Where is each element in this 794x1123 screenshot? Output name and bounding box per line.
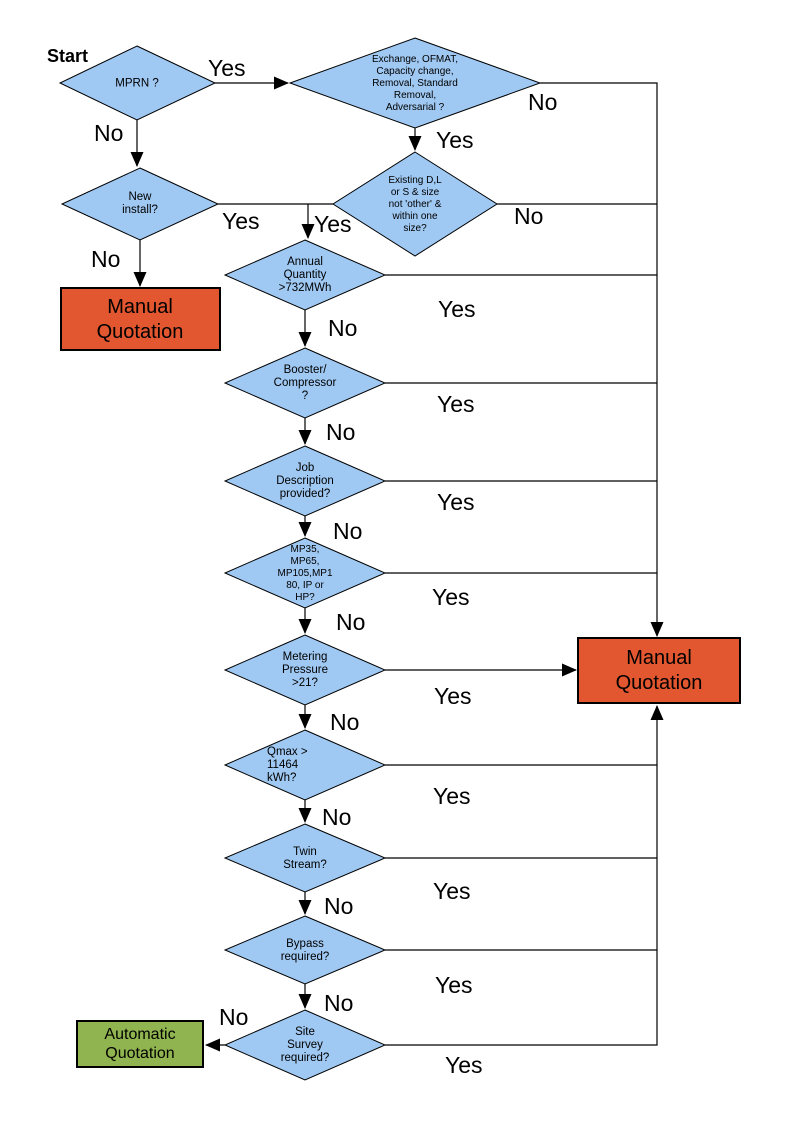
decision-bypass: Bypass required? [280,937,330,963]
decision-job-description: Job Description provided? [276,462,334,501]
edge-label-mprn-no: No [94,120,124,146]
edge-label-metering-no: No [330,709,360,735]
decision-qmax-shape [223,729,387,801]
decision-existing: Existing D,L or S & size not 'other' & w… [388,175,442,234]
edge-label-mprn-yes: Yes [208,55,246,81]
decision-booster-shape [223,347,387,419]
edge-right-rail-top-arrow [540,82,664,637]
decision-meter-type: MP35, MP65, MP105,MP1 80, IP or HP? [277,544,333,603]
edge-label-booster-no: No [326,419,356,445]
decision-exchange-shape [288,37,542,129]
edge-label-meter-type-no: No [336,609,366,635]
decision-new-install-shape [60,167,220,241]
terminal-manual-quotation-right: Manual Quotation [615,647,703,694]
decision-bypass-shape [223,915,387,985]
edge-right-rail-bottom-arrow [385,705,664,1046]
decision-booster: Booster/ Compressor ? [273,364,337,403]
decision-mprn-shape [58,45,217,121]
edge-label-exchange-yes: Yes [436,127,474,153]
decision-existing-shape [332,151,498,257]
edge-label-new-install-no: No [91,246,121,272]
terminal-manual-quotation-left: Manual Quotation [96,296,184,343]
decision-annual-quantity: Annual Quantity >732MWh [278,256,332,295]
decision-metering-pressure: Metering Pressure >21? [281,651,329,690]
decision-metering-pressure-shape [223,634,387,706]
decision-new-install: New install? [122,190,158,216]
edge-label-site-yes: Yes [445,1052,483,1078]
edge-label-site-no: No [219,1004,249,1030]
terminal-automatic-quotation: Automatic Quotation [104,1025,176,1062]
edge-label-existing-no: No [514,203,544,229]
terminal-manual-quotation-right-shape [577,637,741,704]
terminal-automatic-quotation-shape [76,1020,204,1068]
edge-label-bypass-no: No [324,990,354,1016]
start-label: Start [47,46,89,66]
edge-label-metering-yes: Yes [434,683,472,709]
edge-label-booster-yes: Yes [437,391,475,417]
decision-twin-stream-shape [223,823,387,893]
edge-label-twin-yes: Yes [433,878,471,904]
edge-label-bypass-yes: Yes [435,972,473,998]
edge-label-job-no: No [333,518,363,544]
edge-label-annual-yes: Yes [438,296,476,322]
edge-label-meter-type-yes: Yes [432,584,470,610]
decision-site-survey: Site Survey required? [280,1026,330,1065]
decision-exchange: Exchange, OFMAT, Capacity change, Remova… [372,54,458,113]
edge-label-existing-yes: Yes [314,211,352,237]
decision-site-survey-shape [223,1009,387,1081]
terminal-manual-quotation-left-shape [60,287,221,351]
decision-mprn: MPRN ? [115,77,159,90]
decision-job-description-shape [223,445,387,517]
edge-label-qmax-yes: Yes [433,783,471,809]
decision-annual-quantity-shape [223,239,387,311]
edge-label-exchange-no: No [528,89,558,115]
decision-qmax: Qmax > 11464 kWh? [267,746,308,785]
edge-label-annual-no: No [328,315,358,341]
decision-twin-stream: Twin Stream? [283,845,327,871]
edge-label-twin-no: No [324,893,354,919]
edge-label-new-install-yes: Yes [222,208,260,234]
edge-label-job-yes: Yes [437,489,475,515]
decision-meter-type-shape [223,537,387,609]
edge-label-qmax-no: No [322,804,352,830]
